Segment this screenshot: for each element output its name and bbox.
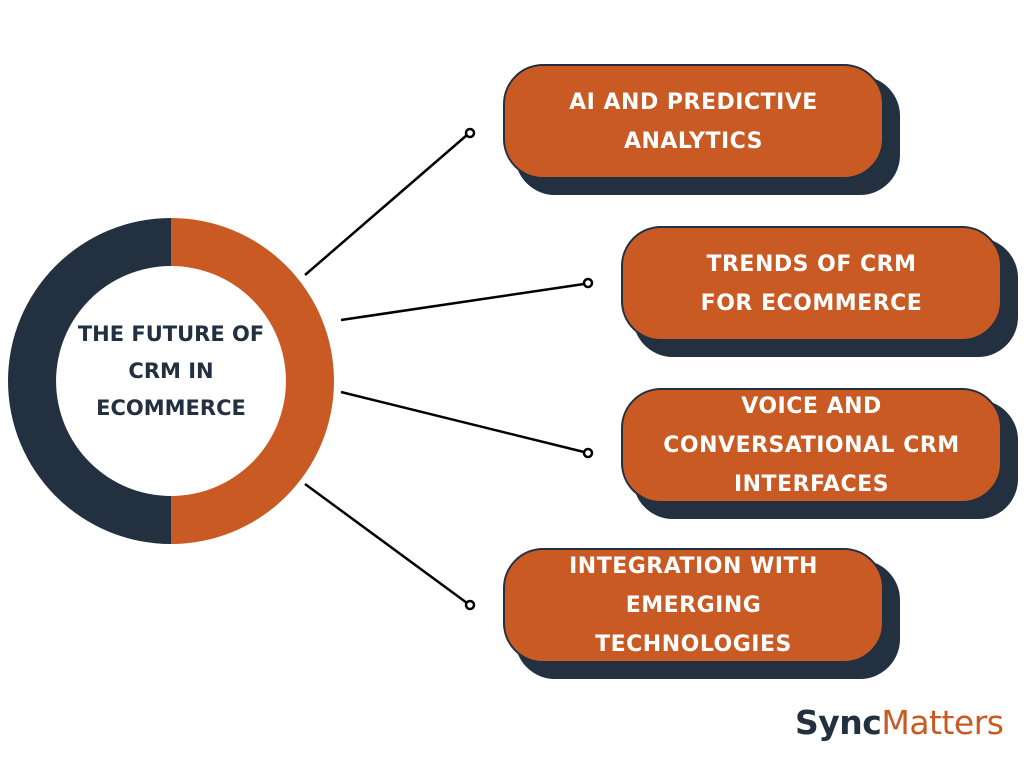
connector-line-3 [340, 390, 585, 454]
ring-orange-half [171, 218, 334, 544]
logo-part1: Sync [795, 703, 882, 742]
card-label: AI AND PREDICTIVE ANALYTICS [503, 64, 884, 179]
connector-dot-1 [464, 127, 476, 139]
center-title: THE FUTURE OF CRM IN ECOMMERCE [77, 322, 265, 420]
logo-part2: Matters [881, 703, 1004, 742]
connector-line-2 [340, 282, 585, 322]
card-voice-conversational: VOICE AND CONVERSATIONAL CRM INTERFACES [621, 388, 1018, 519]
ring-dark-half [8, 218, 171, 544]
connector-line-4 [304, 482, 468, 605]
card-label: INTEGRATION WITH EMERGING TECHNOLOGIES [503, 548, 884, 663]
card-ai-predictive-analytics: AI AND PREDICTIVE ANALYTICS [503, 64, 900, 195]
card-integration-emerging-tech: INTEGRATION WITH EMERGING TECHNOLOGIES [503, 548, 900, 679]
card-label: VOICE AND CONVERSATIONAL CRM INTERFACES [621, 388, 1002, 503]
connector-dot-3 [582, 447, 594, 459]
card-trends-of-crm: TRENDS OF CRM FOR ECOMMERCE [621, 226, 1018, 357]
card-label: TRENDS OF CRM FOR ECOMMERCE [621, 226, 1002, 341]
connector-dot-4 [464, 599, 476, 611]
syncmatters-logo: SyncMatters [795, 703, 1004, 742]
connector-dot-2 [582, 277, 594, 289]
connector-line-1 [304, 134, 468, 276]
